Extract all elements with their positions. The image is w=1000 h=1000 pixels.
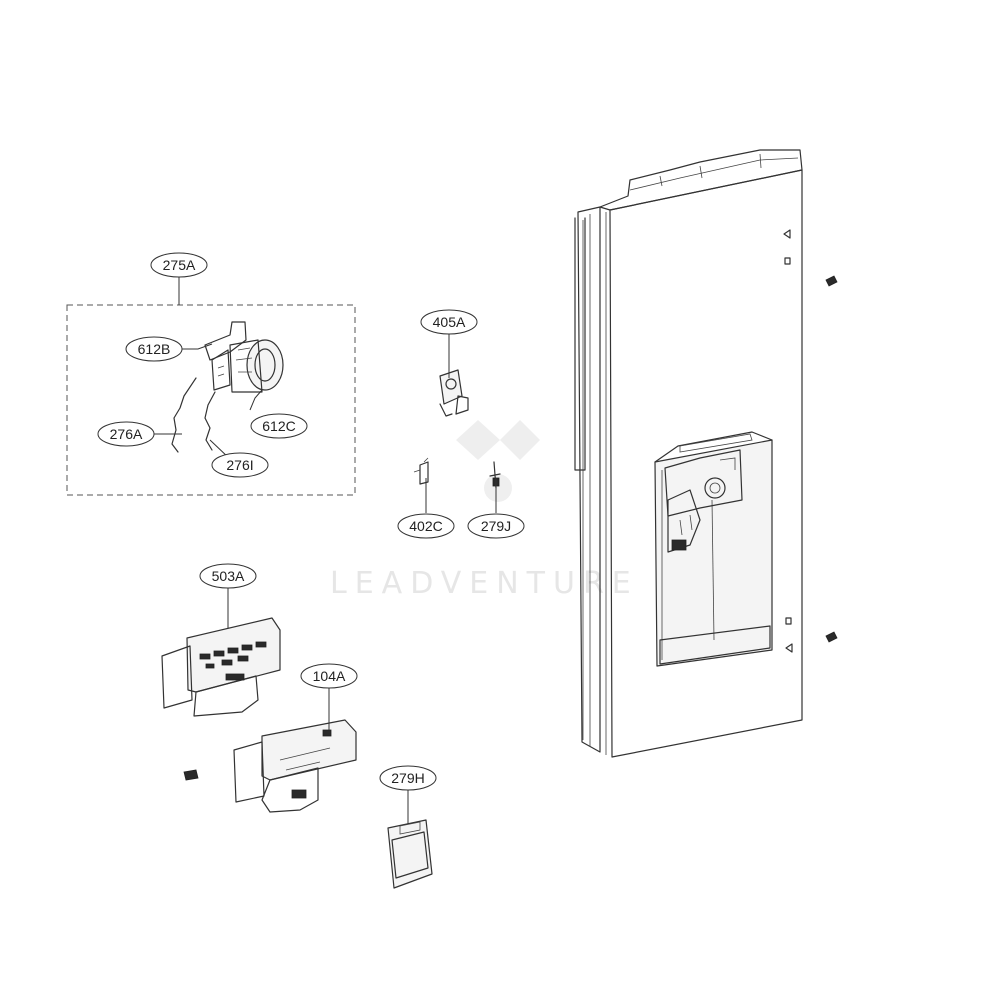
watermark: LEADVENTURE: [330, 420, 639, 601]
part-612c-motor: [229, 339, 284, 393]
callout-612c: 612C: [250, 413, 308, 439]
callout-405a: 405A: [420, 309, 478, 335]
door-screw-bottom: [825, 631, 838, 643]
callout-276i: 276I: [211, 452, 269, 478]
part-503a-panel: [161, 617, 281, 717]
callout-label: 279H: [391, 770, 424, 786]
assembly-275a-group: [66, 304, 356, 496]
part-612b-bracket: [204, 321, 247, 391]
callout-label: 503A: [212, 568, 245, 584]
callout-label: 104A: [313, 668, 346, 684]
part-279h-cover: [387, 819, 433, 889]
watermark-text: LEADVENTURE: [330, 566, 639, 601]
leader-lines: [147, 277, 497, 824]
refrigerator-door: [574, 149, 838, 758]
part-405a: [439, 369, 469, 417]
part-402c: [413, 457, 429, 485]
part-276a-spring: [171, 377, 197, 453]
callout-612b: 612B: [125, 336, 183, 362]
callout-label: 402C: [409, 518, 442, 534]
callout-label: 275A: [163, 257, 196, 273]
callout-104a: 104A: [300, 663, 358, 689]
loose-screw: [183, 769, 199, 781]
callout-279h: 279H: [379, 765, 437, 791]
door-screw-top: [825, 275, 838, 287]
callout-label: 279J: [481, 518, 511, 534]
callout-276a: 276A: [97, 421, 155, 447]
callout-label: 612B: [138, 341, 171, 357]
callout-279j: 279J: [467, 513, 525, 539]
callout-label: 276A: [110, 426, 143, 442]
callout-label: 612C: [262, 418, 295, 434]
assembly-dashed-frame: [66, 304, 356, 496]
part-276i-spring: [204, 391, 216, 451]
callout-503a: 503A: [199, 563, 257, 589]
callout-label: 276I: [226, 457, 253, 473]
panel-buttons: [199, 641, 267, 681]
callout-402c: 402C: [397, 513, 455, 539]
part-104a-housing: [233, 719, 357, 813]
callout-275a: 275A: [150, 252, 208, 278]
callout-label: 405A: [433, 314, 466, 330]
